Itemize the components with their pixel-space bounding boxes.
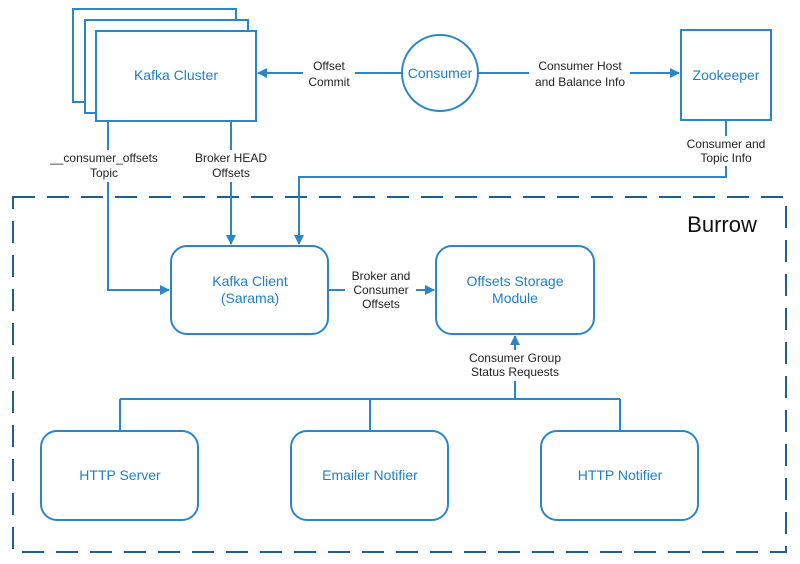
http-server-node: HTTP Server bbox=[40, 430, 199, 521]
consumer-host-label-line1: Consumer Host bbox=[538, 59, 622, 73]
consumer-topic-info-label-line2: Topic Info bbox=[700, 151, 752, 165]
edge-status-requests: Consumer Group Status Requests bbox=[119, 335, 621, 431]
status-requests-label-line1: Consumer Group bbox=[469, 351, 561, 365]
consumer-label: Consumer bbox=[408, 65, 473, 81]
burrow-title: Burrow bbox=[687, 212, 757, 237]
zookeeper-label: Zookeeper bbox=[693, 67, 760, 83]
consumer-offsets-topic-label-line2: Topic bbox=[90, 166, 118, 180]
edge-consumer-host: Consumer Host and Balance Info bbox=[478, 59, 680, 89]
http-notifier-label: HTTP Notifier bbox=[578, 467, 663, 483]
kafka-cluster-label: Kafka Cluster bbox=[134, 67, 218, 83]
consumer-host-label-line2: and Balance Info bbox=[535, 75, 625, 89]
edge-offset-commit: Offset Commit bbox=[257, 59, 402, 89]
offsets-storage-node: Offsets Storage Module bbox=[435, 245, 595, 335]
kafka-cluster-node: Kafka Cluster bbox=[72, 8, 257, 122]
burrow-boundary bbox=[12, 196, 787, 553]
consumer-topic-info-label-line1: Consumer and bbox=[687, 137, 766, 151]
consumer-node: Consumer bbox=[401, 34, 479, 112]
emailer-notifier-label: Emailer Notifier bbox=[322, 467, 418, 483]
edge-consumer-offsets-topic: __consumer_offsets Topic bbox=[49, 121, 170, 295]
kafka-client-node: Kafka Client (Sarama) bbox=[170, 245, 329, 335]
status-requests-label-line2: Status Requests bbox=[471, 365, 559, 379]
edge-consumer-topic-info: Consumer and Topic Info bbox=[294, 120, 766, 245]
zookeeper-node: Zookeeper bbox=[680, 29, 772, 121]
broker-consumer-offsets-label-line1: Broker and bbox=[352, 269, 411, 283]
kafka-client-label-line1: Kafka Client bbox=[212, 273, 288, 289]
offset-commit-label-line1: Offset bbox=[313, 59, 345, 73]
offsets-storage-label-line1: Offsets Storage bbox=[466, 273, 563, 289]
broker-consumer-offsets-label-line2: Consumer bbox=[353, 283, 408, 297]
edge-broker-head-offsets: Broker HEAD Offsets bbox=[195, 121, 267, 245]
http-notifier-node: HTTP Notifier bbox=[540, 430, 699, 521]
broker-consumer-offsets-label-line3: Offsets bbox=[362, 297, 400, 311]
emailer-notifier-node: Emailer Notifier bbox=[290, 430, 449, 521]
http-server-label: HTTP Server bbox=[79, 467, 161, 483]
offsets-storage-label-line2: Module bbox=[492, 290, 538, 306]
edge-broker-consumer-offsets: Broker and Consumer Offsets bbox=[328, 269, 435, 311]
broker-head-offsets-label-line1: Broker HEAD bbox=[195, 151, 267, 165]
offset-commit-label-line2: Commit bbox=[308, 75, 350, 89]
broker-head-offsets-label-line2: Offsets bbox=[212, 166, 250, 180]
kafka-client-label-line2: (Sarama) bbox=[221, 290, 279, 306]
consumer-offsets-topic-label-line1: __consumer_offsets bbox=[49, 151, 158, 165]
